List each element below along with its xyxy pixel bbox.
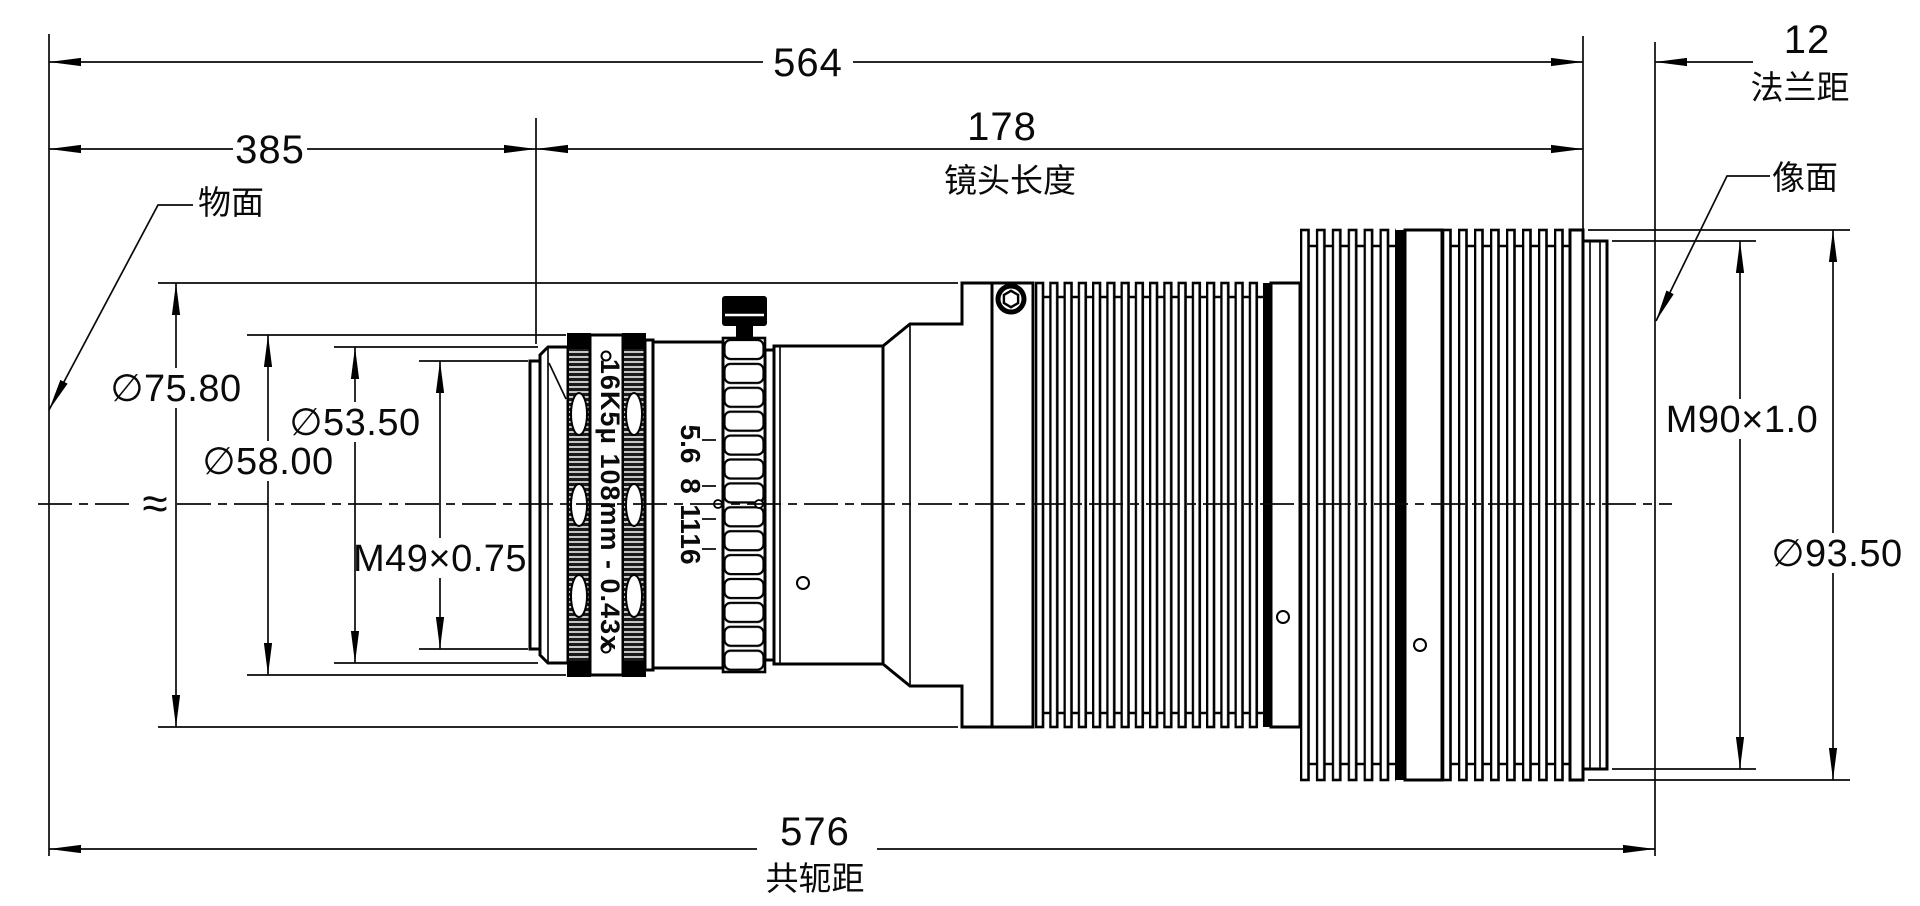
aperture-scale: 5.6 8 11 16	[675, 425, 716, 565]
datum-lines	[48, 34, 1656, 856]
aperture-ring	[721, 296, 767, 674]
dimension-d75-80: ∅75.80	[110, 282, 958, 728]
dimension-564: 564	[49, 41, 1583, 85]
screw-hole-1	[796, 576, 810, 590]
screw-block	[990, 281, 1035, 729]
dim-12-text: 12	[1784, 18, 1831, 62]
dim-385-text: 385	[235, 128, 305, 172]
dimension-d58-00: ∅58.00	[202, 334, 566, 676]
dimension-m90: M90×1.0	[1612, 240, 1818, 770]
dim-d93-text: ∅93.50	[1771, 533, 1902, 575]
dimension-178: 178 镜头长度	[536, 105, 1583, 199]
aperture-16: 16	[675, 533, 706, 564]
dim-178-text: 178	[967, 105, 1037, 149]
fin-rib-a	[1263, 283, 1271, 727]
dimension-d93-50: ∅93.50	[1588, 229, 1902, 781]
dimension-576: 576 共轭距	[49, 810, 1655, 897]
mid-barrel	[772, 344, 885, 666]
dimension-m49: M49×0.75	[353, 360, 528, 650]
screw-hole-2	[1276, 610, 1290, 624]
aperture-5-6: 5.6	[675, 425, 706, 464]
aperture-8: 8	[675, 478, 706, 494]
band-hole-bottom	[600, 642, 612, 654]
dimension-d53-50: ∅53.50	[289, 346, 538, 664]
fin-section-b1	[1300, 228, 1396, 782]
smooth-band-b	[1403, 228, 1444, 782]
dim-564-text: 564	[773, 41, 843, 85]
fin-rib-b	[1395, 230, 1405, 780]
dim-m49-text: M49×0.75	[353, 538, 527, 580]
dim-576-label: 共轭距	[766, 860, 865, 897]
axis-break-symbol: ≈	[142, 477, 167, 529]
image-plane-label: 像面	[1772, 159, 1838, 196]
knurled-ring-2	[622, 333, 646, 677]
rear-end-plate	[1568, 228, 1585, 782]
image-plane-callout: 像面	[1655, 159, 1838, 322]
optical-axis: ≈	[38, 477, 1672, 529]
dimension-385: 385	[49, 128, 536, 172]
dim-178-label: 镜头长度	[944, 162, 1076, 199]
dim-d53-text: ∅53.50	[289, 402, 420, 444]
dimension-12-flange: 12 法兰距	[1655, 18, 1850, 106]
dim-m90-text: M90×1.0	[1666, 399, 1818, 441]
dim-12-label: 法兰距	[1751, 69, 1850, 106]
aperture-11: 11	[675, 504, 706, 534]
object-plane-callout: 物面	[48, 184, 264, 411]
model-label-text: 16K5μ 108mm - 0.43x	[595, 359, 625, 651]
cone-transition	[882, 281, 992, 729]
knurled-ring-1	[567, 333, 591, 677]
smooth-band-a	[1269, 281, 1302, 729]
fin-section-a	[1035, 281, 1263, 729]
object-plane-label: 物面	[198, 184, 264, 221]
dim-d58-text: ∅58.00	[202, 441, 333, 483]
dim-d75-text: ∅75.80	[110, 368, 241, 410]
screw-hole-3	[1413, 638, 1427, 652]
fin-section-b2	[1442, 228, 1570, 782]
rear-thread-boss	[1581, 239, 1609, 771]
lock-knob	[722, 296, 767, 326]
hex-socket-screw	[995, 283, 1027, 315]
model-label-band: 16K5μ 108mm - 0.43x	[588, 333, 625, 677]
lens-body: 16K5μ 108mm - 0.43x 5.6 8 11 16	[528, 228, 1609, 782]
band-hole-top	[600, 350, 612, 362]
dim-576-text: 576	[780, 810, 850, 854]
aperture-index-barrel	[651, 340, 725, 670]
